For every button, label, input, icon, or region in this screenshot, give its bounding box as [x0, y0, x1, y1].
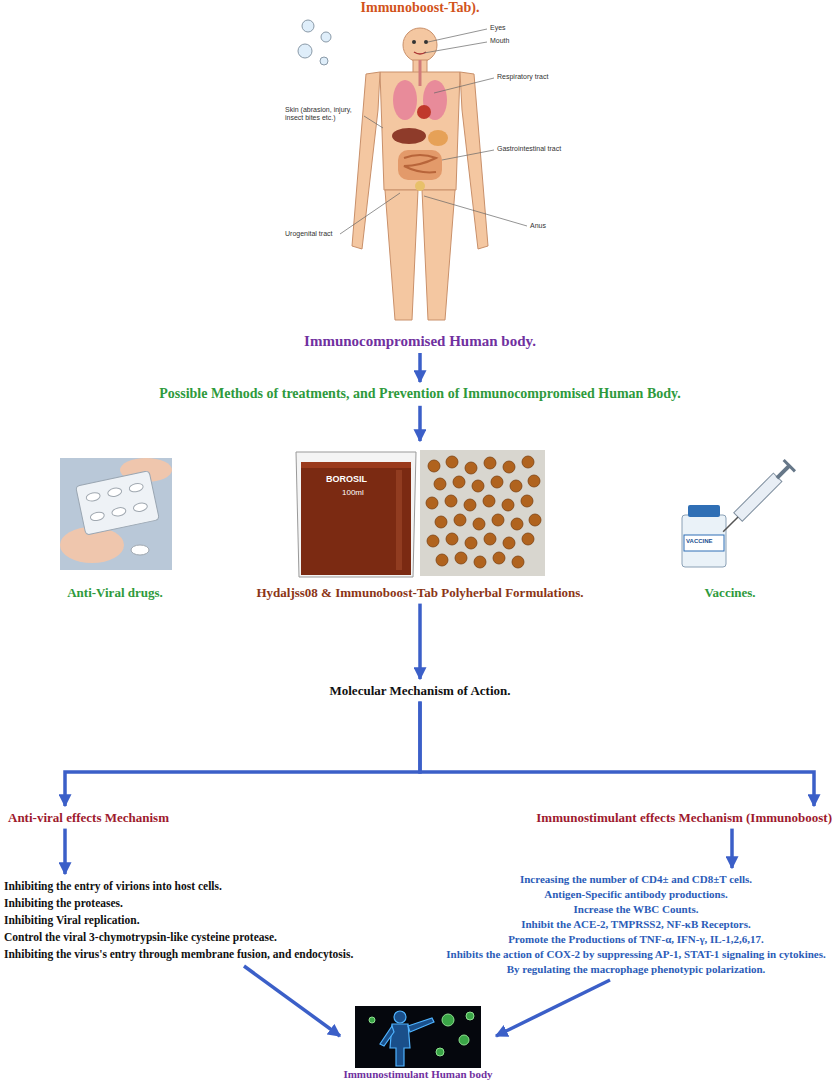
- branch-heading: Anti-viral effects Mechanism: [8, 810, 169, 826]
- node-text: Immunostimulant effects Mechanism (Immun…: [536, 810, 832, 826]
- human-body: [352, 28, 488, 320]
- node-text: Hydaljss08 & Immunoboost-Tab Polyherbal …: [256, 585, 583, 601]
- body-caption: Immunocompromised Human body.: [280, 14, 560, 350]
- part-label: Urogenital tract: [285, 230, 332, 238]
- flow-arrow: [418, 604, 422, 679]
- node-text: Inhibiting the entry of virions into hos…: [4, 878, 438, 895]
- organs: [392, 40, 448, 191]
- part-label: Skin (abrasion, injury, insect bites etc…: [285, 106, 361, 122]
- treatment-label: Vaccines.: [683, 445, 778, 601]
- treatment-label: Anti-Viral drugs.: [55, 445, 175, 601]
- part-label: Eyes: [490, 24, 506, 32]
- methods-heading: Possible Methods of treatments, and Prev…: [159, 386, 681, 403]
- node-text: Inhibit the ACE-2, TMPRSS2, NF-κB Recept…: [440, 917, 832, 932]
- node-text: Inhibiting Viral replication.: [4, 912, 438, 929]
- flow-arrow: [63, 829, 67, 874]
- node-text: Anti-viral effects Mechanism: [8, 810, 169, 826]
- tablets-photo: [420, 450, 545, 576]
- flow-arrow: [420, 702, 814, 806]
- node-text: Immunostimulant Human body: [343, 1068, 493, 1081]
- antiviral-drugs-photo: [60, 458, 172, 570]
- leader-lines: [340, 29, 527, 234]
- flow-arrow: [418, 353, 422, 382]
- node-text: Inhibiting the proteases.: [4, 895, 438, 912]
- effect-list: Inhibiting the entry of virions into hos…: [4, 878, 438, 963]
- flow-arrow: [244, 966, 340, 1036]
- bubbles: [298, 20, 331, 65]
- node-text: Anti-Viral drugs.: [55, 585, 175, 601]
- node-text: Inhibiting the virus's entry through mem…: [4, 946, 438, 963]
- part-label: Anus: [530, 222, 546, 230]
- node-text: Antigen-Specific antibody productions.: [440, 887, 832, 902]
- node-text: Control the viral 3-chymotrypsin-like cy…: [4, 929, 438, 946]
- part-label: BOROSIL: [326, 474, 367, 484]
- node-text: Possible Methods of treatments, and Prev…: [159, 386, 681, 403]
- node-text: Increasing the number of CD4± and CD8±T …: [440, 872, 832, 887]
- part-label: Mouth: [490, 37, 509, 45]
- flow-arrow: [730, 829, 734, 868]
- branch-heading: Immunostimulant effects Mechanism (Immun…: [536, 810, 832, 826]
- part-label: Gastrointestinal tract: [497, 145, 561, 153]
- effect-list: Increasing the number of CD4± and CD8±T …: [440, 872, 832, 977]
- part-label: 100ml: [342, 488, 364, 497]
- flow-arrow: [65, 702, 420, 806]
- vaccine-picture: [682, 459, 796, 567]
- treatment-label: Hydaljss08 & Immunoboost-Tab Polyherbal …: [256, 445, 583, 601]
- node-text: Increase the WBC Counts.: [440, 902, 832, 917]
- beaker-photo: [296, 452, 416, 577]
- node-text: Immunocompromised Human body.: [280, 332, 560, 350]
- title: Immunoboost-Tab).: [361, 0, 480, 16]
- result-caption: Immunostimulant Human body: [343, 1006, 493, 1081]
- node-text: By regulating the macrophage phenotypic …: [440, 962, 832, 977]
- node-text: Vaccines.: [683, 585, 778, 601]
- node-text: Promote the Productions of TNF-α, IFN-γ,…: [440, 932, 832, 947]
- node-text: Molecular Mechanism of Action.: [329, 683, 510, 699]
- flow-arrow: [496, 980, 610, 1036]
- part-label: VACCINE: [686, 538, 713, 545]
- part-label: Respiratory tract: [497, 73, 548, 81]
- node-text: Inhibits the action of COX-2 by suppress…: [440, 947, 832, 962]
- mechanism-heading: Molecular Mechanism of Action.: [329, 683, 510, 699]
- immune-body-picture: [355, 1006, 481, 1068]
- flow-arrow: [418, 406, 422, 441]
